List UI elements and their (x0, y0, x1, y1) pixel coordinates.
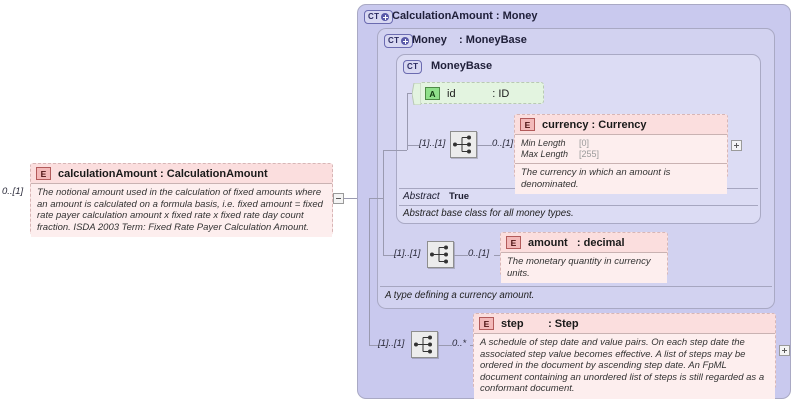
cardinality-seq-amount-left: [1]..[1] (394, 248, 421, 259)
expand-toggle-step[interactable] (779, 345, 790, 356)
connector-to-element-amount (494, 255, 502, 256)
connector-branch-to-level3 (383, 150, 407, 151)
element-currency-facets: Min Length [0] Max Length [255] (515, 135, 727, 164)
abstract-row: Abstract True (403, 190, 603, 203)
facet-key: Max Length (521, 149, 569, 159)
element-badge-icon-currency: E (520, 118, 535, 131)
complex-type-badge-icon: CT (364, 10, 394, 24)
element-step-doc: A schedule of step date and value pairs.… (474, 334, 775, 399)
facet-value: [255] (579, 149, 600, 159)
cardinality-seq-step-left: [1]..[1] (378, 338, 405, 349)
element-step-header: E step : Step (474, 314, 775, 334)
sequence-compositor-amount[interactable] (427, 241, 454, 268)
connector-branch-to-level2 (369, 198, 383, 199)
element-amount[interactable]: E amount : decimal The monetary quantity… (500, 232, 668, 284)
connector-to-seq-amount (383, 255, 401, 256)
cardinality-seq-amount-right: 0..[1] (468, 248, 490, 259)
abstract-value: True (449, 191, 470, 202)
type-panel-middle-title: Money : MoneyBase (412, 34, 527, 46)
attribute-id-label: id : ID (447, 87, 510, 100)
type-panel-middle-doc: A type defining a currency amount. (385, 290, 535, 301)
facet-value: [0] (579, 138, 590, 148)
element-amount-header: E amount : decimal (501, 233, 667, 253)
connector-seq-currency-out (477, 145, 492, 146)
sequence-compositor-step[interactable] (411, 331, 438, 358)
element-step-label: step : Step (501, 317, 579, 330)
connector-left-to-panel (344, 198, 360, 199)
cardinality-seq-currency-left: [1]..[1] (419, 138, 446, 149)
connector-trunk-main (369, 198, 370, 345)
attribute-hex-left-icon (412, 83, 421, 105)
connector-trunk-level3 (407, 93, 408, 150)
facet-row: Min Length [0] (521, 138, 721, 149)
element-currency-doc: The currency in which an amount is denom… (515, 164, 727, 195)
attribute-id-header: A id : ID (420, 83, 543, 103)
abstract-label: Abstract (403, 191, 440, 202)
cardinality-seq-currency-right: 0..[1] (492, 138, 514, 149)
connector-to-seq-currency (407, 145, 419, 146)
type-panel-inner-title: MoneyBase (431, 60, 493, 72)
facet-row: Max Length [255] (521, 149, 721, 160)
element-amount-doc: The monetary quantity in currency units. (501, 253, 667, 284)
element-currency-header: E currency : Currency (515, 115, 727, 135)
connector-trunk-level2 (383, 150, 384, 255)
attribute-id[interactable]: A id : ID (412, 82, 544, 105)
cardinality-seq-step-right: 0..* (452, 338, 467, 349)
complex-type-badge-icon-moneybase: CT (403, 60, 423, 74)
left-element-cardinality: 0..[1] (2, 186, 24, 197)
element-currency-label: currency : Currency (542, 118, 647, 131)
element-calculation-amount-header: E calculationAmount : CalculationAmount (31, 164, 332, 184)
element-currency[interactable]: E currency : Currency Min Length [0] Max… (514, 114, 728, 195)
sequence-compositor-currency[interactable] (450, 131, 477, 158)
element-calculation-amount-doc: The notional amount used in the calculat… (31, 184, 332, 238)
divider-inner-panel-bottom (399, 205, 758, 206)
type-panel-inner-doc: Abstract base class for all money types. (403, 208, 574, 219)
element-calculation-amount[interactable]: E calculationAmount : CalculationAmount … (30, 163, 333, 238)
collapse-toggle-calculation-amount[interactable] (333, 193, 344, 204)
connector-to-seq-step (369, 345, 387, 346)
type-panel-outer-title: CalculationAmount : Money (392, 10, 538, 22)
expand-toggle-currency[interactable] (731, 140, 742, 151)
connector-seq-amount-out (454, 255, 468, 256)
facet-key: Min Length (521, 138, 566, 148)
attribute-badge-icon: A (425, 87, 440, 100)
element-calculation-amount-label: calculationAmount : CalculationAmount (58, 167, 268, 180)
divider-middle-panel (380, 286, 772, 287)
element-badge-icon-amount: E (506, 236, 521, 249)
element-badge-icon: E (36, 167, 51, 180)
element-amount-label: amount : decimal (528, 236, 625, 249)
element-step[interactable]: E step : Step A schedule of step date an… (473, 313, 776, 399)
element-badge-icon-step: E (479, 317, 494, 330)
complex-type-badge-icon-money: CT (384, 34, 414, 48)
connector-seq-step-out (438, 345, 452, 346)
